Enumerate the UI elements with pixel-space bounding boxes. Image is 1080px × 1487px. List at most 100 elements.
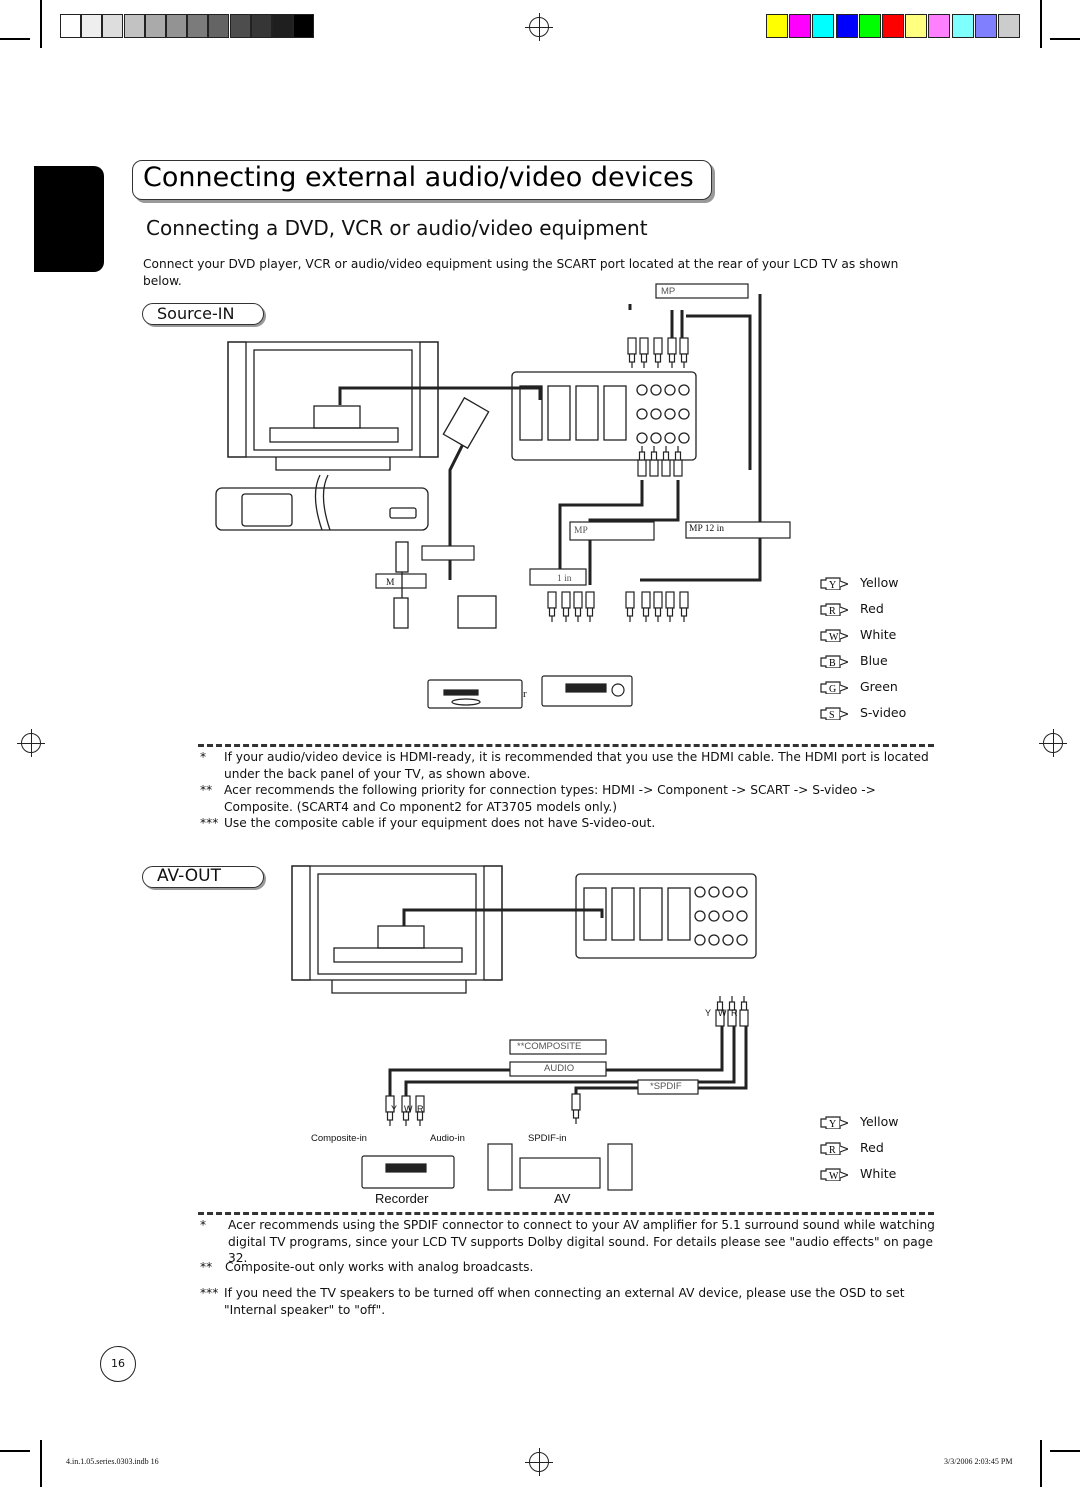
rca-plug-icon <box>665 591 675 622</box>
rca-plug-icon <box>679 591 689 622</box>
rca-plug-icon <box>571 1093 581 1124</box>
label-ywr-bottom-y: Y <box>391 1104 398 1114</box>
registration-mark-icon <box>1039 729 1067 757</box>
rca-plug-icon <box>739 996 749 1027</box>
rca-plug-icon <box>653 337 663 368</box>
plug-b-icon: B <box>820 655 848 668</box>
svg-text:B: B <box>829 658 836 668</box>
rca-plug-icon <box>385 1095 395 1126</box>
note-text: Acer recommends using the SPDIF connecto… <box>228 1218 935 1265</box>
av-out-heading: AV-OUT <box>142 866 264 888</box>
legend-label: White <box>860 627 897 642</box>
svg-text:S: S <box>829 710 835 720</box>
gray-swatch <box>81 14 103 38</box>
section-divider <box>198 1212 934 1215</box>
legend-label: Yellow <box>860 575 899 590</box>
legend-label: Yellow <box>860 1114 899 1129</box>
label-r: r <box>523 688 527 700</box>
rca-plug-icon <box>547 591 557 622</box>
svg-text:Y: Y <box>829 580 836 590</box>
crop-mark <box>1050 38 1080 40</box>
av-jack-icon <box>736 886 748 898</box>
label-av: AV <box>554 1191 571 1206</box>
rca-plug-icon <box>661 446 671 477</box>
label-ywr-top-r: R <box>731 1008 738 1018</box>
color-swatch <box>789 14 812 38</box>
rca-plug-icon <box>625 591 635 622</box>
label-1-in: 1 in <box>557 574 572 584</box>
hdmi-cable <box>393 541 409 629</box>
scart-connector-panel <box>511 371 697 461</box>
rca-plug-icon <box>679 337 689 368</box>
av-jack-icon <box>650 408 662 420</box>
legend-label: Green <box>860 679 898 694</box>
plug-r-icon: R <box>820 603 848 616</box>
rca-plug-icon <box>673 446 683 477</box>
legend-label: Blue <box>860 653 888 668</box>
av-jack-icon <box>708 910 720 922</box>
rca-plug-icon <box>727 996 737 1027</box>
av-jack-icon <box>678 384 690 396</box>
rca-plug-icon <box>641 591 651 622</box>
plug-w-icon: W <box>820 1168 848 1181</box>
av-jack-icon <box>664 384 676 396</box>
gray-swatch <box>60 14 81 38</box>
rca-plug-icon <box>667 337 677 368</box>
color-swatch <box>998 14 1020 38</box>
plug-s-icon: S <box>820 707 848 720</box>
rca-plug-icon <box>649 446 659 477</box>
note-internal-speaker: *** If you need the TV speakers to be tu… <box>200 1285 940 1318</box>
label-ywr-bottom-w: W <box>404 1104 413 1114</box>
note-mark: ** <box>200 783 213 797</box>
gray-swatch <box>102 14 124 38</box>
note-text: Use the composite cable if your equipmen… <box>224 816 656 830</box>
rca-plug-icon <box>627 337 637 368</box>
source-in-diagram <box>215 283 791 709</box>
gray-swatch <box>123 14 145 38</box>
av-jack-icon <box>694 886 706 898</box>
gray-swatch <box>144 14 166 38</box>
page-title: Connecting external audio/video devices <box>143 162 694 193</box>
color-swatch <box>858 14 881 38</box>
label-composite: **COMPOSITE <box>517 1041 582 1052</box>
color-swatch <box>766 14 788 38</box>
note-mark: * <box>200 750 207 764</box>
label-ywr-top-y: Y <box>705 1008 712 1018</box>
av-out-diagram <box>291 865 757 1191</box>
av-jack-icon <box>678 432 690 444</box>
rca-plug-icon <box>653 591 663 622</box>
plug-y-icon: Y <box>820 1116 848 1129</box>
source-in-heading: Source-IN <box>142 303 264 325</box>
rca-plug-icon <box>639 337 649 368</box>
legend-label: Red <box>860 1140 884 1155</box>
color-swatch <box>905 14 928 38</box>
gray-swatch <box>293 14 315 38</box>
av-jack-icon <box>694 934 706 946</box>
label-m: M <box>386 578 395 588</box>
cable-label-boxes <box>509 1039 699 1095</box>
footer-timestamp: 3/3/2006 2:03:45 PM <box>944 1457 1013 1466</box>
color-swatch <box>928 14 951 38</box>
svg-text:Y: Y <box>829 1119 836 1129</box>
svg-text:G: G <box>829 684 836 694</box>
av-jack-icon <box>722 910 734 922</box>
av-jack-icon <box>678 408 690 420</box>
av-jack-icon <box>636 408 648 420</box>
label-recorder: Recorder <box>375 1191 429 1206</box>
crop-mark <box>1050 1450 1080 1452</box>
note-mark: * <box>200 1218 207 1232</box>
note-mark: *** <box>200 816 219 830</box>
recorder-device <box>361 1155 455 1189</box>
gray-swatch <box>187 14 209 38</box>
rca-plug-icon <box>637 446 647 477</box>
label-audio-in: Audio-in <box>430 1133 465 1144</box>
av-jack-icon <box>722 886 734 898</box>
label-composite-in: Composite-in <box>311 1133 367 1144</box>
rca-plug-icon <box>561 591 571 622</box>
svg-text:R: R <box>829 606 836 616</box>
rca-plug-icon <box>715 996 725 1027</box>
note-spdif: * Acer recommends using the SPDIF connec… <box>200 1217 940 1267</box>
page-number: 16 <box>100 1346 136 1382</box>
scart-cable-plug <box>442 396 497 629</box>
av-jack-icon <box>650 384 662 396</box>
